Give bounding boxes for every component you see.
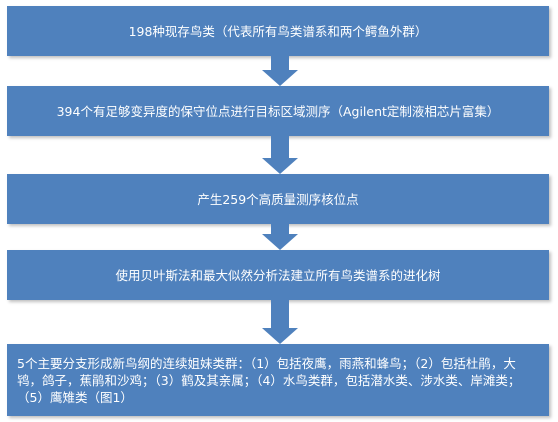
step-4-text: 使用贝叶斯法和最大似然分析法建立所有鸟类谱系的进化树 — [115, 267, 441, 283]
arrow-down-3 — [262, 224, 298, 250]
step-2-box: 394个有足够变异度的保守位点进行目标区域测序（Agilent定制液相芯片富集） — [7, 86, 549, 136]
arrow-down-2 — [262, 136, 298, 174]
step-5-box: 5个主要分支形成新鸟纲的连续姐妹类群：（1）包括夜鹰，雨燕和蜂鸟；（2）包括杜鹃… — [7, 344, 549, 416]
step-5-text: 5个主要分支形成新鸟纲的连续姐妹类群：（1）包括夜鹰，雨燕和蜂鸟；（2）包括杜鹃… — [17, 355, 521, 405]
step-2-text: 394个有足够变异度的保守位点进行目标区域测序（Agilent定制液相芯片富集） — [56, 103, 500, 119]
step-3-text: 产生259个高质量测序核位点 — [197, 191, 359, 207]
step-3-box: 产生259个高质量测序核位点 — [7, 174, 549, 224]
arrow-down-4 — [262, 300, 298, 344]
step-1-text: 198种现存鸟类（代表所有鸟类谱系和两个鳄鱼外群） — [128, 23, 428, 39]
step-4-box: 使用贝叶斯法和最大似然分析法建立所有鸟类谱系的进化树 — [7, 250, 549, 300]
arrow-down-1 — [262, 56, 298, 86]
step-1-box: 198种现存鸟类（代表所有鸟类谱系和两个鳄鱼外群） — [7, 6, 549, 56]
